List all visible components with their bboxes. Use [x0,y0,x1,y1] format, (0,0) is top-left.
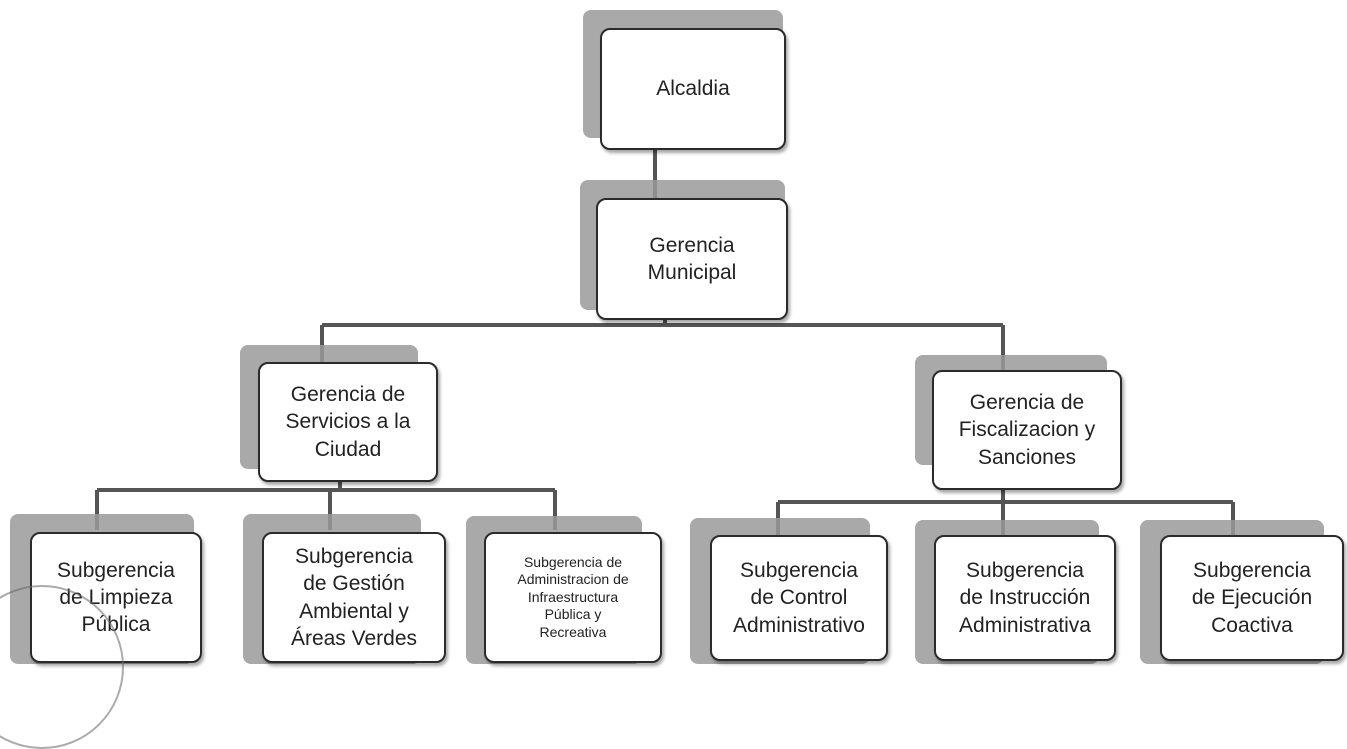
node-subgerencia-gestion-ambiental: Subgerencia de Gestión Ambiental y Áreas… [262,532,446,663]
node-subgerencia-ejecucion: Subgerencia de Ejecución Coactiva [1160,535,1344,661]
node-gerencia-servicios: Gerencia de Servicios a la Ciudad [258,362,438,482]
node-gerencia-fiscalizacion: Gerencia de Fiscalizacion y Sanciones [932,370,1122,490]
node-alcaldia: Alcaldia [600,28,786,150]
node-subgerencia-control: Subgerencia de Control Administrativo [710,535,888,661]
org-chart: Alcaldia Gerencia Municipal Gerencia de … [0,10,1344,749]
node-subgerencia-infraestructura: Subgerencia de Administracion de Infraes… [484,532,662,663]
node-gerencia-municipal: Gerencia Municipal [596,198,788,320]
node-subgerencia-instruccion: Subgerencia de Instrucción Administrativ… [934,535,1116,661]
